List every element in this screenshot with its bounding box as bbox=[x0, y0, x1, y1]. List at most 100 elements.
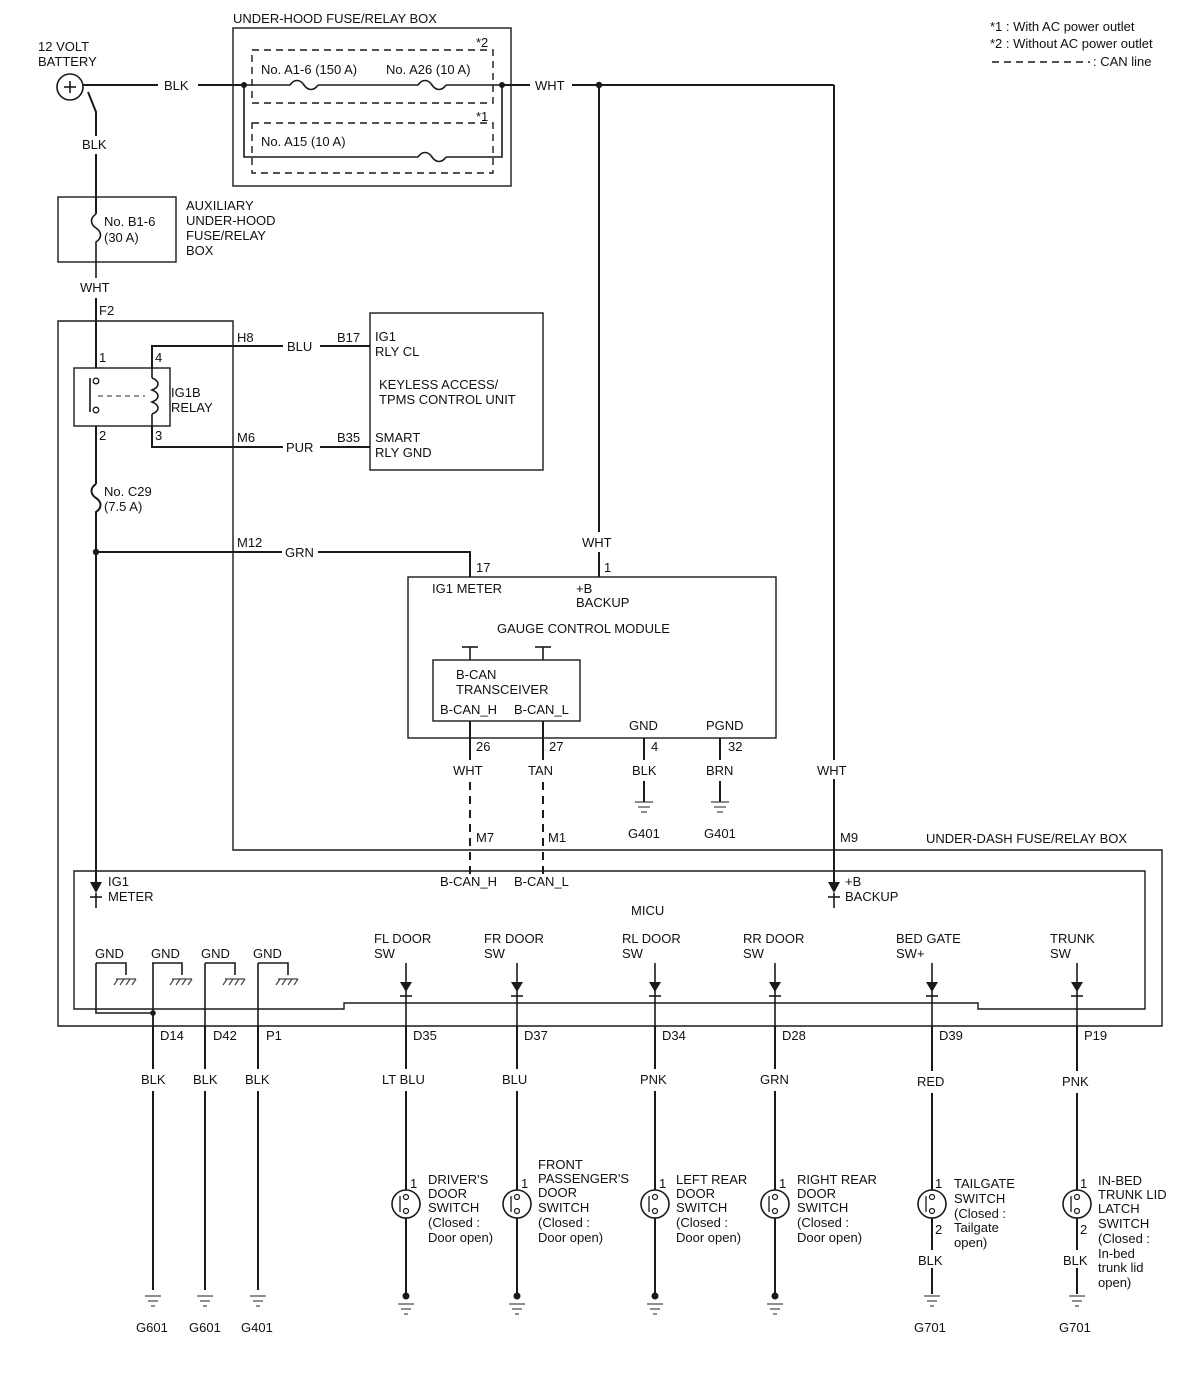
tailgate-switch-pin-2: 2 bbox=[935, 1222, 942, 1237]
conn-b17: B17 bbox=[337, 330, 360, 345]
aux-title-1: AUXILIARY bbox=[186, 198, 254, 213]
gauge-pgnd-label: PGND bbox=[706, 718, 744, 733]
backup-input-arrow-icon bbox=[828, 882, 840, 893]
wire-wht-gauge-label: WHT bbox=[582, 535, 612, 550]
svg-text:(Closed :: (Closed : bbox=[676, 1215, 728, 1230]
wire-pur-a bbox=[151, 426, 283, 448]
under-hood-node-left bbox=[241, 82, 247, 88]
ground-icon-gauge-1 bbox=[635, 801, 653, 813]
wire-blu-a bbox=[151, 345, 283, 368]
relay-pin-4: 4 bbox=[155, 350, 162, 365]
micu-fl-2: SW bbox=[374, 946, 396, 961]
svg-text:DOOR: DOOR bbox=[676, 1186, 715, 1201]
wire-gnd-blk-label: BLK bbox=[632, 763, 657, 778]
switch-ground-dots-icon bbox=[398, 1292, 783, 1315]
ground-icon-g701-2 bbox=[1069, 1295, 1085, 1307]
fuse-b16-label-2: (30 A) bbox=[104, 230, 139, 245]
micu-backup: BACKUP bbox=[845, 889, 898, 904]
svg-text:Door open): Door open) bbox=[428, 1230, 493, 1245]
bcan-transceiver-outline bbox=[432, 659, 581, 722]
front-passenger-switch-label: FRONT PASSENGER'S DOOR SWITCH (Closed : … bbox=[538, 1157, 629, 1245]
relay-outline bbox=[73, 367, 171, 427]
wire-pur-label: PUR bbox=[286, 440, 313, 455]
aux-title-3: FUSE/RELAY bbox=[186, 228, 266, 243]
svg-text:FRONT: FRONT bbox=[538, 1157, 583, 1172]
bcan-h-label: B-CAN_H bbox=[440, 702, 497, 717]
gauge-outline bbox=[407, 576, 777, 739]
conn-m9: M9 bbox=[840, 830, 858, 845]
bcan-label-1: B-CAN bbox=[456, 667, 496, 682]
conn-d37: D37 bbox=[524, 1028, 548, 1043]
ground-g701-2: G701 bbox=[1059, 1320, 1091, 1335]
under-hood-outline bbox=[232, 27, 512, 187]
svg-text:trunk lid: trunk lid bbox=[1098, 1260, 1144, 1275]
svg-text:open): open) bbox=[1098, 1275, 1131, 1290]
ground-icon-g601-1 bbox=[145, 1295, 161, 1307]
wire-blk-top-label: BLK bbox=[164, 78, 189, 93]
relay-pin-1: 1 bbox=[99, 350, 106, 365]
fuse-a15-label: No. A15 (10 A) bbox=[261, 134, 346, 149]
bottom-wire-blk-3: BLK bbox=[245, 1072, 270, 1087]
relay-coil bbox=[149, 377, 159, 415]
micu-fr-1: FR DOOR bbox=[484, 931, 544, 946]
svg-text:(Closed :: (Closed : bbox=[797, 1215, 849, 1230]
bottom-wire-blu: BLU bbox=[502, 1072, 527, 1087]
under-hood-variant-1 bbox=[251, 122, 494, 174]
trunk-latch-switch-icon bbox=[1062, 1189, 1092, 1219]
conn-p1: P1 bbox=[266, 1028, 282, 1043]
svg-text:(Closed :: (Closed : bbox=[1098, 1231, 1150, 1246]
micu-bg-1: BED GATE bbox=[896, 931, 961, 946]
right-rear-door-switch-icon bbox=[760, 1189, 790, 1219]
micu-switch-inputs bbox=[400, 963, 1083, 1026]
micu-meter: METER bbox=[108, 889, 154, 904]
keyless-title-1: KEYLESS ACCESS/ bbox=[379, 377, 499, 392]
fuse-a15-path bbox=[243, 85, 503, 163]
wire-wht-right-label: WHT bbox=[817, 763, 847, 778]
tailgate-switch-pin-1: 1 bbox=[935, 1176, 942, 1191]
micu-outline bbox=[73, 870, 1146, 1010]
conn-d35: D35 bbox=[413, 1028, 437, 1043]
bottom-wire-blk-1: BLK bbox=[141, 1072, 166, 1087]
tailgate-switch-icon bbox=[917, 1189, 947, 1219]
wire-grn-label: GRN bbox=[285, 545, 314, 560]
fuse-c29-label-2: (7.5 A) bbox=[104, 499, 142, 514]
micu-title: MICU bbox=[631, 903, 664, 918]
svg-text:DRIVER'S: DRIVER'S bbox=[428, 1172, 489, 1187]
driver-door-switch-icon bbox=[391, 1189, 421, 1219]
wire-wht-aux-label: WHT bbox=[80, 280, 110, 295]
conn-gauge-32: 32 bbox=[728, 739, 742, 754]
gauge-control-module: 17 1 IG1 METER +B BACKUP GAUGE CONTROL M… bbox=[407, 560, 777, 739]
micu-rl-2: SW bbox=[622, 946, 644, 961]
ground-g701-1: G701 bbox=[914, 1320, 946, 1335]
variant-2-mark: *2 bbox=[476, 35, 488, 50]
front-switch-pin: 1 bbox=[521, 1176, 528, 1191]
aux-fuse-box: No. B1-6 (30 A) AUXILIARY UNDER-HOOD FUS… bbox=[57, 196, 276, 278]
micu: MICU IG1 METER B-CAN_H B-CAN_L +B BACKUP… bbox=[73, 870, 1146, 1010]
aux-box-outline bbox=[57, 196, 177, 263]
ground-g601-2: G601 bbox=[189, 1320, 221, 1335]
relay-contact-top bbox=[92, 377, 100, 385]
ig1b-relay: 1 4 2 3 IG1B RELAY bbox=[73, 350, 213, 443]
svg-text:TAILGATE: TAILGATE bbox=[954, 1176, 1015, 1191]
svg-text:(Closed :: (Closed : bbox=[954, 1206, 1006, 1221]
under-hood-title: UNDER-HOOD FUSE/RELAY BOX bbox=[233, 11, 437, 26]
conn-b35: B35 bbox=[337, 430, 360, 445]
front-passenger-door-switch-icon bbox=[502, 1189, 532, 1219]
battery: 12 VOLT BATTERY bbox=[38, 39, 97, 101]
fuse-a26-label: No. A26 (10 A) bbox=[386, 62, 471, 77]
micu-tr-2: SW bbox=[1050, 946, 1072, 961]
fuse-c29-symbol bbox=[90, 483, 102, 882]
svg-text:RIGHT REAR: RIGHT REAR bbox=[797, 1172, 877, 1187]
bottom-wire-pnk-2: PNK bbox=[1062, 1074, 1089, 1089]
keyless-control-unit: IG1 RLY CL KEYLESS ACCESS/ TPMS CONTROL … bbox=[369, 312, 544, 471]
conn-p19: P19 bbox=[1084, 1028, 1107, 1043]
bottom-ground-icons bbox=[145, 1292, 1085, 1315]
ground-icon-g701-1 bbox=[924, 1295, 940, 1307]
ground-g401-gauge-1: G401 bbox=[628, 826, 660, 841]
relay-pin-2: 2 bbox=[99, 428, 106, 443]
bottom-wire-pnk-1: PNK bbox=[640, 1072, 667, 1087]
keyless-rly-gnd: RLY GND bbox=[375, 445, 432, 460]
bottom-wire-blk-2: BLK bbox=[193, 1072, 218, 1087]
micu-gnd-2: GND bbox=[151, 946, 180, 961]
svg-text:SWITCH: SWITCH bbox=[797, 1200, 848, 1215]
